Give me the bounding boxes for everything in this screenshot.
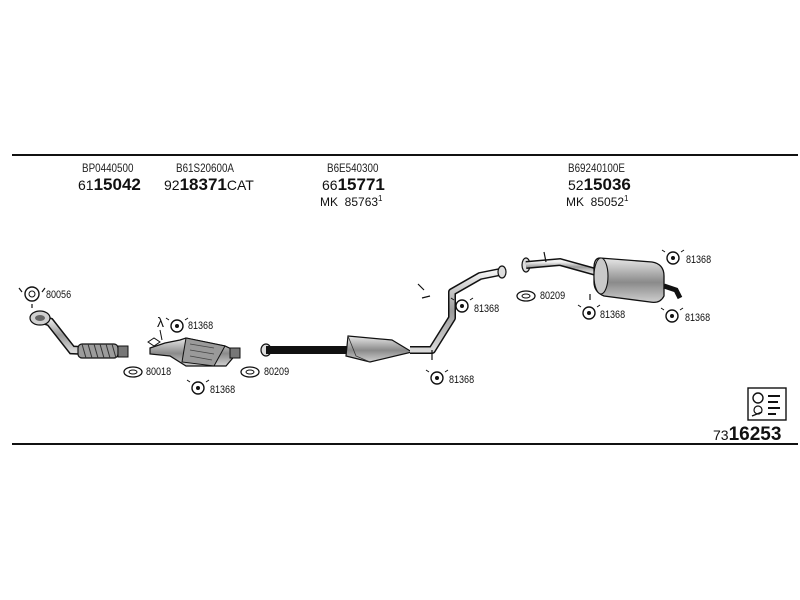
diagram-id: 7316253 xyxy=(713,424,781,446)
catalytic-converter[interactable] xyxy=(147,337,241,367)
mk-number-4: 85052 xyxy=(590,195,625,209)
callout-80056: 80056 xyxy=(46,289,72,301)
mk-label-4: MK xyxy=(566,195,584,209)
diagram-id-number: 16253 xyxy=(728,424,782,445)
callout-81368-c: 81368 xyxy=(474,303,500,315)
mk-line-4: MK 850521 xyxy=(566,194,629,209)
part-number-3: 6615771 xyxy=(322,175,385,195)
part-prefix-3: 66 xyxy=(322,177,338,193)
part-code-3: B6E540300 xyxy=(327,161,379,175)
front-pipe[interactable] xyxy=(29,310,129,359)
part-prefix-2: 92 xyxy=(164,177,180,193)
part-prefix-1: 61 xyxy=(78,177,94,193)
part-number-2: 9218371CAT xyxy=(164,175,254,195)
callout-81368-f: 81368 xyxy=(600,309,626,321)
part-suffix-2: CAT xyxy=(226,177,254,193)
part-main-3: 15771 xyxy=(337,175,385,194)
part-code-4: B69240100E xyxy=(568,161,625,175)
rubber-mount-81368-a-icon[interactable] xyxy=(165,317,189,333)
lambda-symbol: λ xyxy=(157,314,164,330)
gasket-80056-icon[interactable] xyxy=(18,286,46,308)
diagram-id-prefix: 73 xyxy=(713,427,729,443)
gasket-80209-a-icon[interactable] xyxy=(240,366,260,378)
mk-line-3: MK 857631 xyxy=(320,194,383,209)
rubber-mount-81368-c-icon[interactable] xyxy=(450,297,474,313)
rear-silencer[interactable] xyxy=(521,251,683,304)
callout-81368-b: 81368 xyxy=(210,384,236,396)
middle-silencer[interactable] xyxy=(260,265,507,363)
gasket-80209-b-icon[interactable] xyxy=(516,290,536,302)
rubber-mount-81368-g-icon[interactable] xyxy=(660,307,684,323)
gasket-80018-icon[interactable] xyxy=(123,366,143,378)
mounting-kit-icon xyxy=(747,387,787,421)
mk-sup-3: 1 xyxy=(378,194,383,203)
mk-sup-4: 1 xyxy=(624,194,629,203)
callout-81368-g: 81368 xyxy=(685,312,711,324)
callout-80209-b: 80209 xyxy=(540,290,566,302)
callout-81368-d: 81368 xyxy=(449,374,475,386)
rubber-mount-81368-e-icon[interactable] xyxy=(661,249,685,265)
callout-80209-a: 80209 xyxy=(264,366,290,378)
part-number-1: 6115042 xyxy=(78,175,141,195)
part-prefix-4: 52 xyxy=(568,177,584,193)
part-code-2: B61S20600A xyxy=(176,161,235,175)
rubber-mount-81368-f-icon[interactable] xyxy=(577,304,601,320)
part-main-2: 18371 xyxy=(179,175,227,194)
rubber-mount-81368-d-icon[interactable] xyxy=(425,369,449,385)
part-number-4: 5215036 xyxy=(568,175,631,195)
callout-80018: 80018 xyxy=(146,366,172,378)
callout-81368-e: 81368 xyxy=(686,254,712,266)
mk-label-3: MK xyxy=(320,195,338,209)
rubber-mount-81368-b-icon[interactable] xyxy=(186,379,210,395)
part-main-1: 15042 xyxy=(93,175,141,194)
lambda-sensor-leader xyxy=(159,329,163,341)
part-main-4: 15036 xyxy=(583,175,631,194)
part-code-1: BP0440500 xyxy=(82,161,134,175)
mk-number-3: 85763 xyxy=(344,195,379,209)
callout-81368-a: 81368 xyxy=(188,320,214,332)
